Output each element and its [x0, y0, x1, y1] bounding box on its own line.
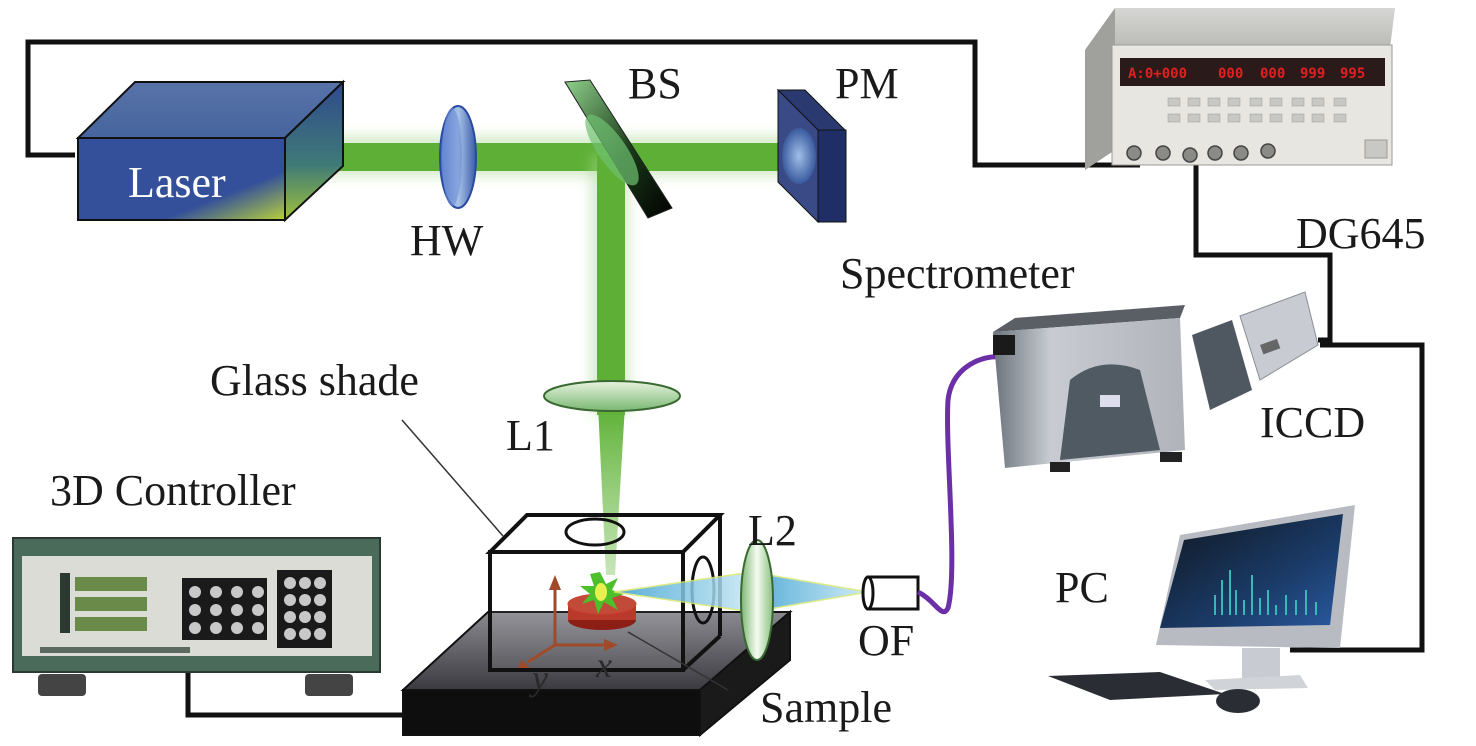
dg645-display-c: 000 — [1260, 66, 1285, 82]
spectrometer: Spectrometer — [840, 249, 1185, 472]
controller-label: 3D Controller — [50, 466, 296, 515]
laser-label: Laser — [128, 158, 226, 207]
iccd-pc-cable — [1290, 342, 1425, 653]
half-wave-plate: HW — [410, 105, 484, 265]
3d-controller: 3D Controller — [12, 466, 381, 696]
focusing-lens-l1: L1 — [506, 380, 681, 460]
power-meter: PM — [776, 59, 899, 224]
spectrometer-label: Spectrometer — [840, 249, 1075, 298]
hw-label: HW — [410, 216, 484, 265]
sample-annotation: Sample — [627, 631, 892, 732]
glass-shade-label: Glass shade — [210, 356, 419, 405]
dg645-label: DG645 — [1296, 209, 1426, 258]
dg645-display-b: 000 — [1218, 66, 1243, 82]
laser-beam — [300, 135, 810, 575]
dg645-display-d: 999 — [1300, 66, 1325, 82]
collection-lens-l2: L2 — [740, 506, 797, 661]
sample-label: Sample — [760, 683, 892, 732]
pc-label: PC — [1055, 563, 1109, 612]
plasma-spark — [580, 572, 624, 614]
l1-label: L1 — [506, 411, 555, 460]
dg645-display-e: 995 — [1340, 66, 1365, 82]
iccd-label: ICCD — [1260, 398, 1365, 447]
iccd-camera: ICCD — [1192, 291, 1365, 447]
laser-unit: Laser — [75, 79, 346, 223]
glass-shade-annotation: Glass shade — [210, 356, 504, 537]
axis-x-label: x — [595, 645, 612, 685]
of-label: OF — [858, 616, 914, 665]
pc: PC — [1048, 505, 1355, 713]
coordinate-axes: x y — [518, 575, 618, 698]
optical-fiber: OF — [858, 354, 1001, 665]
l2-label: L2 — [748, 506, 797, 555]
axis-y-label: y — [529, 658, 548, 698]
dg645-display-a: A:0+000 — [1128, 66, 1187, 82]
pm-label: PM — [835, 59, 899, 108]
bs-label: BS — [628, 59, 682, 108]
iccd-trigger-cable — [1193, 160, 1333, 343]
dg645-delay-generator: A:0+000 000 000 999 995 DG645 — [1085, 8, 1426, 258]
controller-stage-cable — [185, 672, 408, 718]
beam-splitter: BS — [564, 59, 682, 219]
laser-trigger-cable — [25, 39, 1140, 168]
